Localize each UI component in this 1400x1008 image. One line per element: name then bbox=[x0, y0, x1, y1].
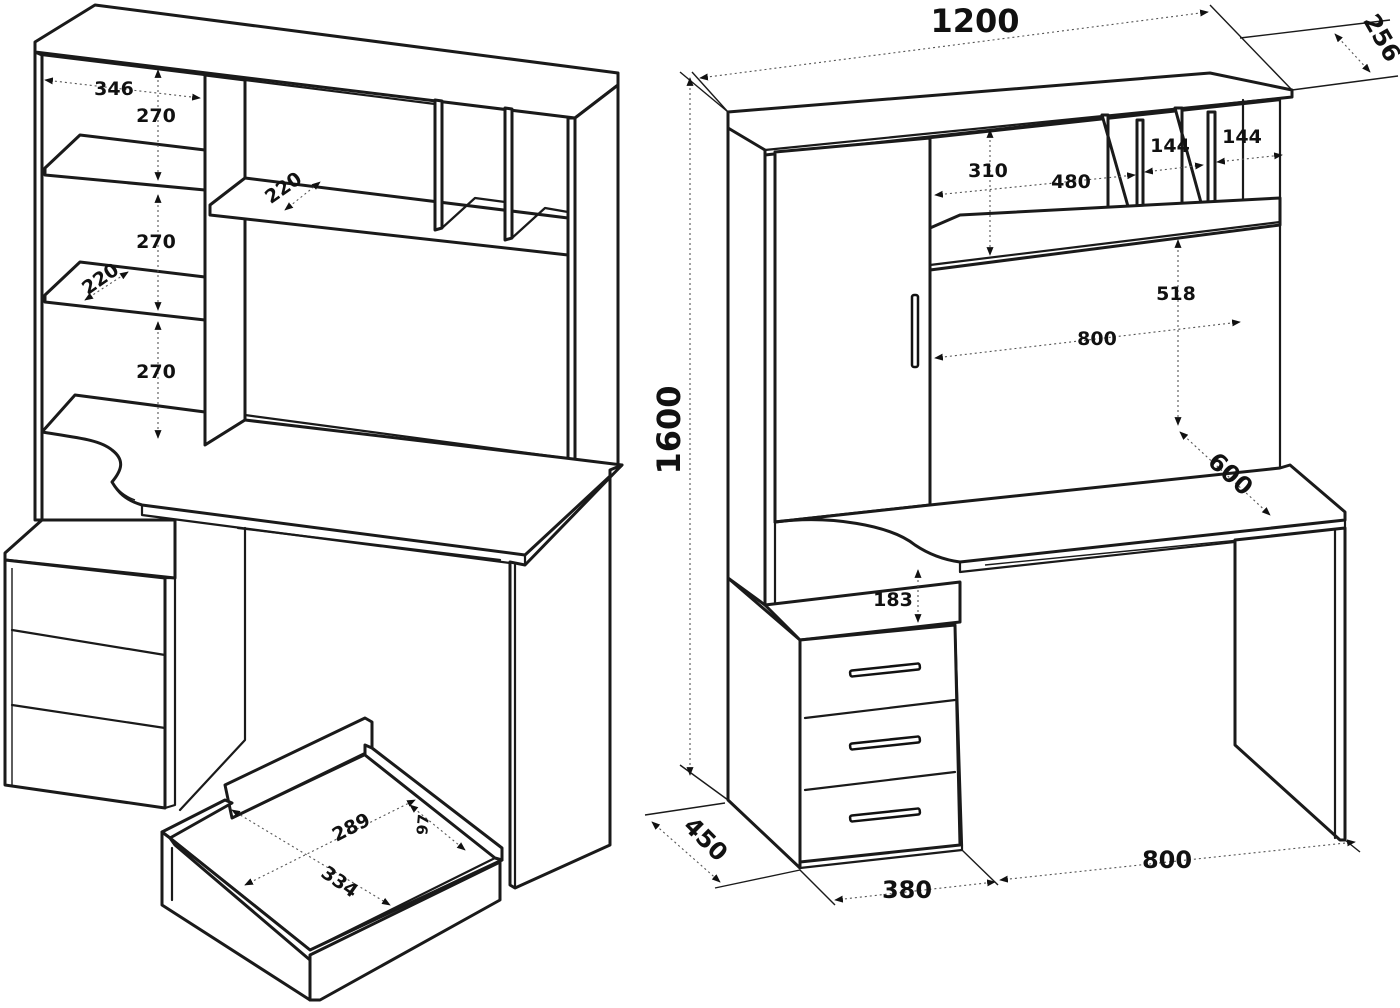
dim-800-bottom: 800 bbox=[1142, 846, 1192, 874]
dim-1200: 1200 bbox=[930, 2, 1019, 40]
left-shelf-1 bbox=[43, 133, 207, 192]
drawer-handle-3[interactable] bbox=[848, 807, 922, 823]
left-view-dimensions: 346 270 270 270 220 220 bbox=[44, 69, 321, 439]
dim-270-bottom: 270 bbox=[136, 361, 176, 383]
hutch-top-board bbox=[33, 3, 620, 120]
dim-480: 480 bbox=[1051, 171, 1091, 193]
dim-270-top: 270 bbox=[136, 105, 176, 127]
left-side-panel bbox=[33, 50, 44, 522]
dim-1600: 1600 bbox=[650, 385, 688, 474]
dim-144-b: 144 bbox=[1222, 126, 1262, 148]
dim-450: 450 bbox=[678, 812, 733, 867]
dim-97: 97 bbox=[413, 813, 433, 835]
cabinet-door bbox=[773, 136, 932, 524]
pedestal-top bbox=[763, 580, 962, 642]
left-view-desk bbox=[3, 3, 624, 890]
left-shelf-2 bbox=[43, 260, 207, 322]
dim-270-middle: 270 bbox=[136, 231, 176, 253]
dim-144-a: 144 bbox=[1150, 135, 1190, 157]
drawer-detail bbox=[160, 716, 504, 1002]
drawer-handle-2[interactable] bbox=[848, 735, 922, 751]
vertical-divider bbox=[203, 73, 247, 447]
drawer-front bbox=[160, 830, 312, 1002]
hutch-left-side bbox=[726, 126, 767, 607]
dim-289: 289 bbox=[329, 809, 374, 847]
dim-256: 256 bbox=[1357, 9, 1400, 66]
desk-right-leg bbox=[1233, 526, 1347, 842]
door-handle[interactable] bbox=[910, 293, 920, 369]
pedestal-body bbox=[3, 558, 167, 810]
dim-346: 346 bbox=[94, 78, 134, 100]
dim-518: 518 bbox=[1156, 283, 1196, 305]
dim-334: 334 bbox=[317, 862, 362, 903]
drawer-handle-1[interactable] bbox=[848, 662, 922, 678]
right-view-desk bbox=[726, 71, 1347, 870]
dim-380: 380 bbox=[882, 876, 932, 904]
desk-right-leg bbox=[508, 463, 624, 890]
dim-310: 310 bbox=[968, 160, 1008, 182]
dim-183: 183 bbox=[873, 589, 913, 611]
dim-800-top: 800 bbox=[1077, 328, 1117, 350]
hutch-shelf bbox=[928, 196, 1282, 272]
desk-top bbox=[40, 393, 624, 557]
